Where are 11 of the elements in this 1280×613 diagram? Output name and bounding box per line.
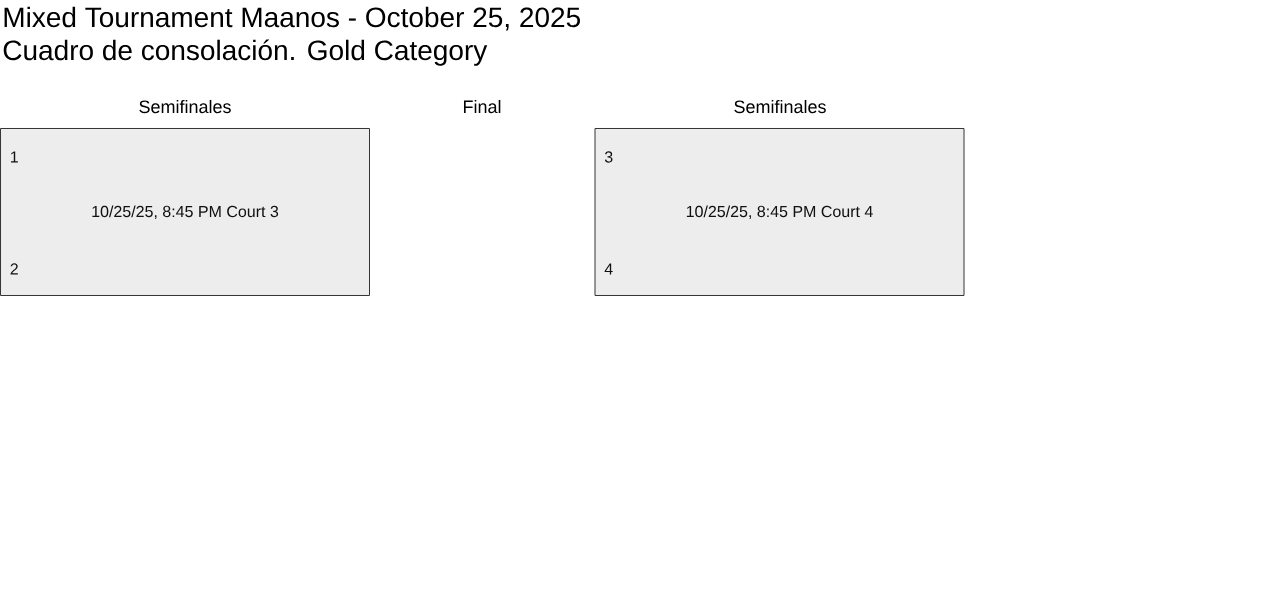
seed-number: 4 [604,263,613,275]
subtitle: Cuadro de consolación. Gold Category [3,39,488,66]
match-box [0,128,370,296]
match-time: 10/25/25, 8:45 PM Court 4 [686,205,873,220]
match-time: 10/25/25, 8:45 PM Court 3 [92,205,279,220]
seed-number: 3 [604,151,613,163]
title: Mixed Tournament Maanos - October 25, 2025 [4,6,580,31]
seed-number: 2 [10,263,18,275]
seed-number: 1 [11,151,18,163]
column-heading: Final [464,99,501,114]
match-box [594,128,965,296]
